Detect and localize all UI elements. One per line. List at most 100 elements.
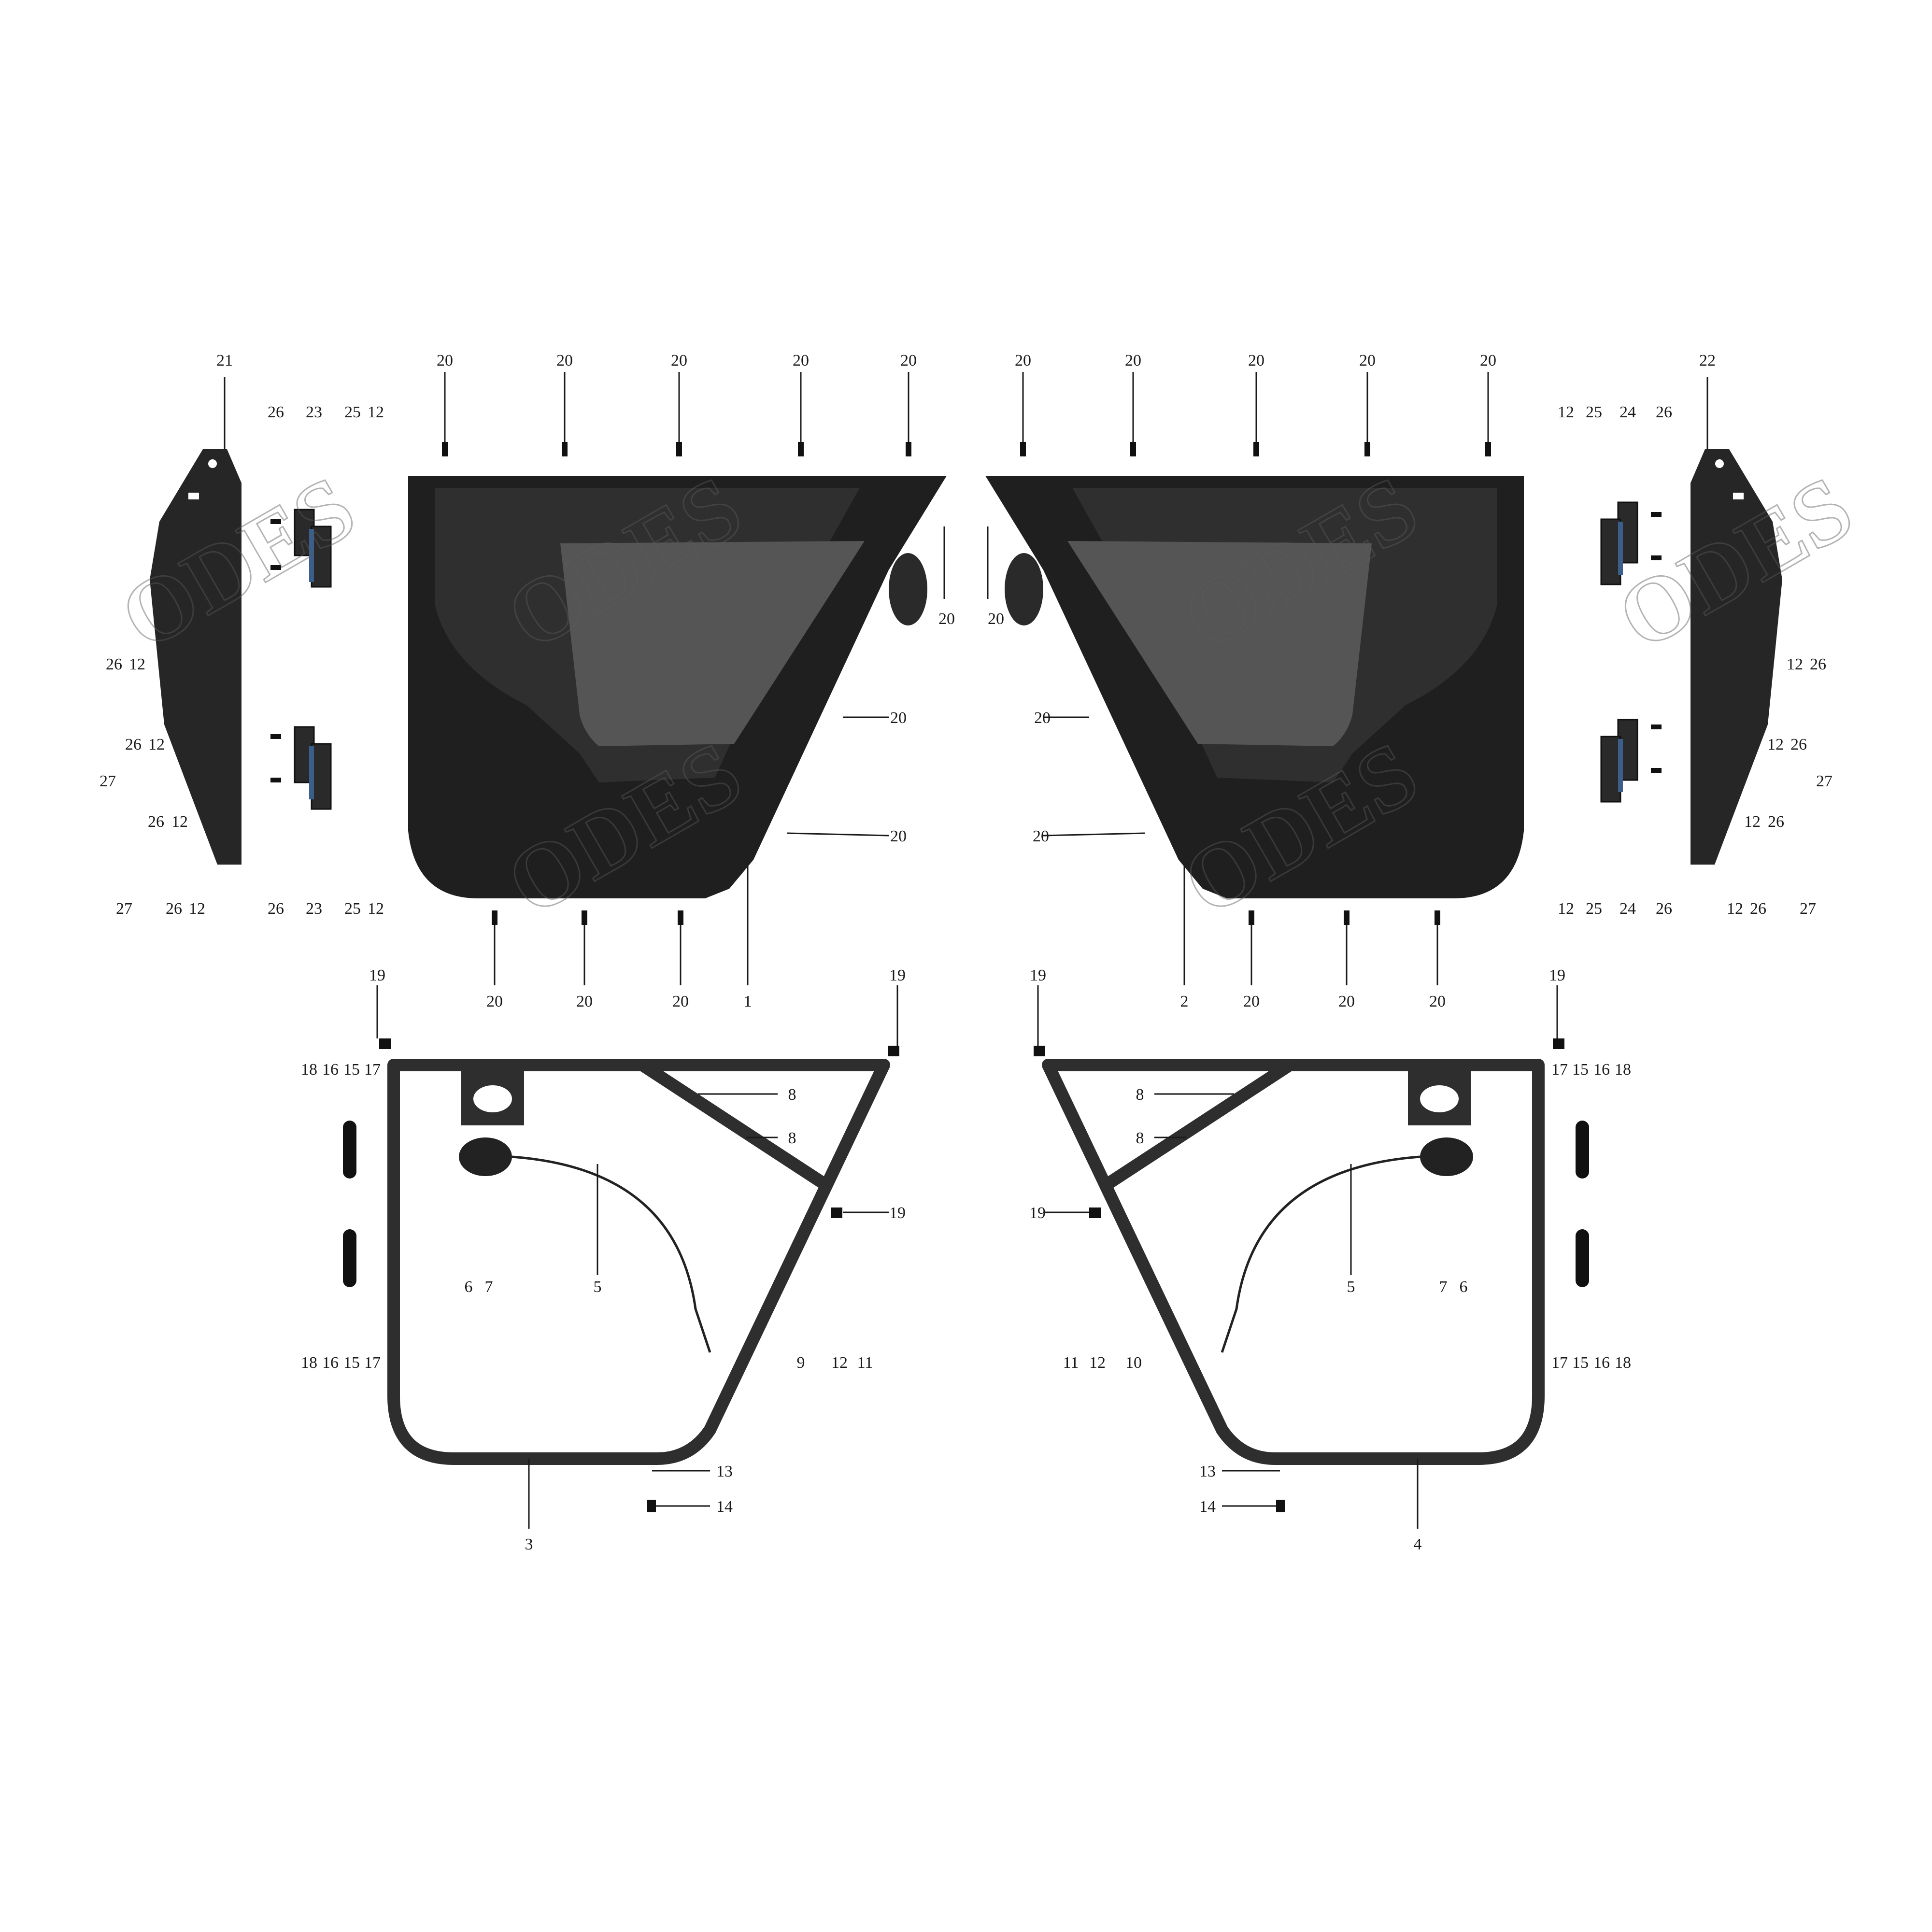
callout-12: 12 — [1727, 900, 1743, 918]
callout-27: 27 — [116, 900, 132, 918]
callout-12: 12 — [1744, 813, 1761, 831]
callout-8: 8 — [1136, 1129, 1144, 1147]
hinge-left-lower — [294, 726, 332, 810]
callout-4: 4 — [1414, 1535, 1422, 1553]
callout-20: 20 — [1429, 993, 1446, 1010]
callout-20: 20 — [1248, 352, 1264, 369]
callout-20: 20 — [1338, 993, 1355, 1010]
callout-15: 15 — [1572, 1354, 1589, 1372]
leader-lines — [224, 372, 1708, 1529]
callout-9: 9 — [797, 1354, 805, 1372]
callout-19: 19 — [1549, 966, 1565, 984]
callout-13: 13 — [716, 1463, 733, 1480]
hinge-right-upper — [1600, 501, 1638, 585]
callout-15: 15 — [343, 1354, 360, 1372]
callout-22: 22 — [1699, 352, 1716, 369]
hinge-left-upper — [294, 509, 332, 588]
callout-16: 16 — [1593, 1354, 1610, 1372]
callout-16: 16 — [1593, 1061, 1610, 1079]
callout-labels: 20 20 20 20 20 20 20 20 20 20 21 22 26 2… — [99, 352, 1833, 1553]
callout-19: 19 — [369, 966, 385, 984]
callout-20: 20 — [1033, 827, 1049, 845]
callout-18: 18 — [301, 1354, 317, 1372]
callout-20: 20 — [890, 709, 907, 727]
callout-14: 14 — [716, 1498, 733, 1516]
side-bracket-left — [150, 449, 242, 865]
callout-8: 8 — [788, 1086, 796, 1104]
callout-12: 12 — [1558, 900, 1574, 918]
callout-20: 20 — [1125, 352, 1141, 369]
callout-20: 20 — [576, 993, 593, 1010]
callout-20: 20 — [938, 610, 955, 628]
callout-20: 20 — [793, 352, 809, 369]
callout-12: 12 — [1767, 736, 1784, 753]
callout-17: 17 — [364, 1354, 381, 1372]
callout-12: 12 — [368, 900, 384, 918]
callout-6: 6 — [465, 1278, 473, 1296]
callout-26: 26 — [125, 736, 142, 753]
callout-26: 26 — [166, 900, 182, 918]
callout-26: 26 — [106, 655, 122, 673]
callout-6: 6 — [1460, 1278, 1468, 1296]
callout-20: 20 — [1243, 993, 1260, 1010]
callout-12: 12 — [148, 736, 165, 753]
callout-27: 27 — [99, 772, 116, 790]
callout-12: 12 — [368, 403, 384, 421]
door-frame-right — [1042, 1059, 1545, 1465]
hardware — [270, 442, 1662, 1512]
callout-12: 12 — [1558, 403, 1574, 421]
hinge-right-lower — [1600, 719, 1638, 803]
callout-20: 20 — [671, 352, 687, 369]
callout-20: 20 — [1359, 352, 1376, 369]
callout-20: 20 — [437, 352, 453, 369]
callout-19: 19 — [889, 966, 906, 984]
callout-23: 23 — [306, 403, 322, 421]
callout-12: 12 — [831, 1354, 848, 1372]
callout-26: 26 — [1656, 900, 1672, 918]
callout-20: 20 — [890, 827, 907, 845]
callout-18: 18 — [1615, 1061, 1631, 1079]
callout-3: 3 — [525, 1535, 533, 1553]
callout-25: 25 — [1586, 403, 1602, 421]
callout-10: 10 — [1125, 1354, 1142, 1372]
callout-21: 21 — [216, 352, 233, 369]
callout-15: 15 — [1572, 1061, 1589, 1079]
callout-19: 19 — [889, 1204, 906, 1222]
callout-16: 16 — [322, 1061, 339, 1079]
callout-23: 23 — [306, 900, 322, 918]
callout-19: 19 — [1030, 966, 1046, 984]
callout-11: 11 — [1063, 1354, 1079, 1372]
callout-5: 5 — [1347, 1278, 1355, 1296]
callout-24: 24 — [1619, 403, 1636, 421]
callout-12: 12 — [189, 900, 205, 918]
callout-20: 20 — [1015, 352, 1031, 369]
callout-12: 12 — [1089, 1354, 1106, 1372]
callout-26: 26 — [1656, 403, 1672, 421]
callout-26: 26 — [1790, 736, 1807, 753]
callout-2: 2 — [1180, 993, 1189, 1010]
callout-7: 7 — [485, 1278, 493, 1296]
callout-20: 20 — [900, 352, 917, 369]
door-frame-left — [387, 1059, 890, 1465]
callout-26: 26 — [1768, 813, 1784, 831]
callout-20: 20 — [988, 610, 1004, 628]
callout-20: 20 — [556, 352, 573, 369]
callout-27: 27 — [1816, 772, 1833, 790]
callout-16: 16 — [322, 1354, 339, 1372]
callout-7: 7 — [1439, 1278, 1448, 1296]
callout-27: 27 — [1800, 900, 1816, 918]
door-panel-right — [985, 476, 1524, 898]
callout-12: 12 — [1787, 655, 1803, 673]
callout-11: 11 — [857, 1354, 873, 1372]
callout-12: 12 — [171, 813, 188, 831]
callout-20: 20 — [672, 993, 689, 1010]
callout-18: 18 — [301, 1061, 317, 1079]
callout-8: 8 — [1136, 1086, 1144, 1104]
callout-5: 5 — [594, 1278, 602, 1296]
callout-20: 20 — [1480, 352, 1496, 369]
callout-20: 20 — [486, 993, 503, 1010]
callout-26: 26 — [268, 403, 284, 421]
callout-19: 19 — [1029, 1204, 1046, 1222]
callout-26: 26 — [268, 900, 284, 918]
